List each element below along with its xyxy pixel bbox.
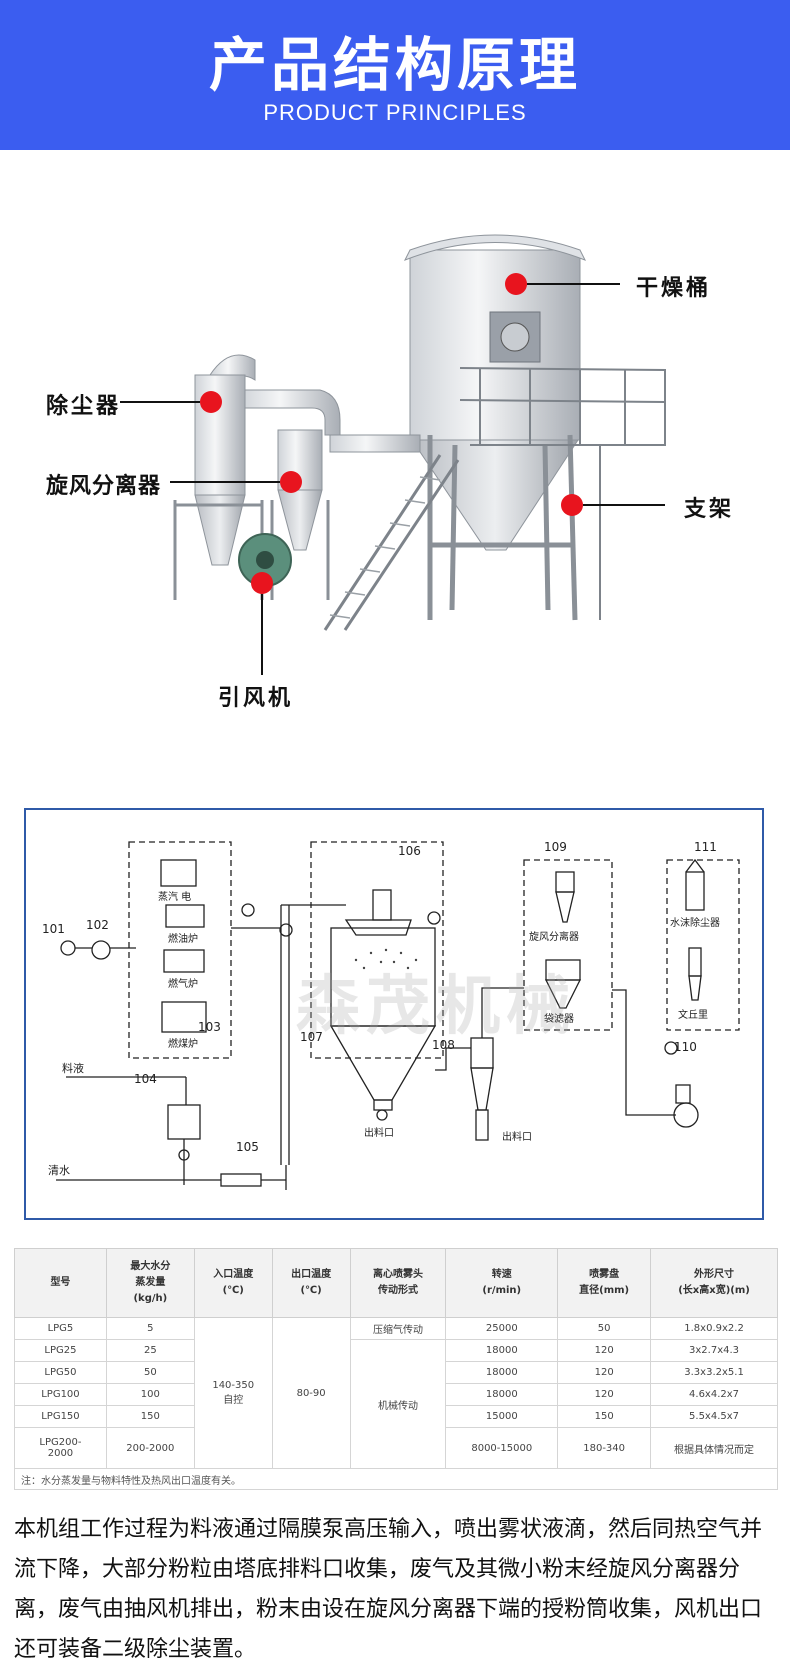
header-dimensions: 外形尺寸 (长x高x宽)(m) bbox=[650, 1248, 778, 1318]
label-venturi: 文丘里 bbox=[678, 1010, 708, 1021]
table-note: 注：水分蒸发量与物料特性及热风出口温度有关。 bbox=[14, 1468, 778, 1490]
cell-model: LPG200- 2000 bbox=[14, 1427, 107, 1469]
cell-evaporation: 200-2000 bbox=[105, 1427, 195, 1469]
label-111: 111 bbox=[694, 840, 717, 854]
cell-outlet-temp: 80-90 bbox=[271, 1317, 351, 1469]
spray-dryer-illustration bbox=[120, 234, 666, 675]
table-row: LPG50 50 18000 120 3.3x3.2x5.1 bbox=[14, 1361, 778, 1384]
drying-cone bbox=[411, 439, 579, 551]
cell-inlet-temp: 140-350 自控 bbox=[193, 1317, 273, 1469]
page-subtitle: PRODUCT PRINCIPLES bbox=[263, 100, 527, 125]
cell-drive-pneumatic: 压缩气传动 bbox=[349, 1317, 447, 1340]
cell-disc: 120 bbox=[557, 1383, 652, 1406]
label-109: 109 bbox=[544, 840, 567, 854]
label-bag-filter: 袋滤器 bbox=[544, 1014, 574, 1025]
label-oil-furnace: 燃油炉 bbox=[168, 934, 198, 945]
cell-speed: 18000 bbox=[445, 1383, 559, 1406]
label-feed-liquid: 料液 bbox=[62, 1062, 84, 1075]
label-gas-furnace: 燃气炉 bbox=[168, 979, 198, 990]
callout-dust-collector: 除尘器 bbox=[46, 394, 122, 419]
label-103: 103 bbox=[198, 1020, 221, 1034]
header-banner: 产品结构原理 PRODUCT PRINCIPLES bbox=[0, 0, 790, 150]
label-106: 106 bbox=[398, 844, 421, 858]
header-inlet-temp: 入口温度 (℃) bbox=[193, 1248, 273, 1318]
cell-dimensions: 3.3x3.2x5.1 bbox=[650, 1361, 778, 1384]
equipment-photo: 干燥桶 除尘器 旋风分离器 支架 引风机 bbox=[0, 220, 790, 760]
cell-disc: 120 bbox=[557, 1339, 652, 1362]
cell-speed: 15000 bbox=[445, 1405, 559, 1428]
table-row: LPG25 25 机械传动 18000 120 3x2.7x4.3 bbox=[14, 1339, 778, 1469]
cell-evaporation: 50 bbox=[105, 1361, 195, 1384]
cell-speed: 18000 bbox=[445, 1361, 559, 1384]
label-outlet-1: 出料口 bbox=[364, 1128, 394, 1139]
header-drive-type: 离心喷雾头 传动形式 bbox=[349, 1248, 447, 1318]
page-title: 产品结构原理 bbox=[208, 31, 581, 99]
cell-model: LPG150 bbox=[14, 1405, 107, 1428]
cell-dimensions: 根据具体情况而定 bbox=[650, 1427, 778, 1469]
label-outlet-2: 出料口 bbox=[502, 1132, 532, 1143]
table-note-row: 注：水分蒸发量与物料特性及热风出口温度有关。 bbox=[14, 1468, 778, 1490]
callout-support: 支架 bbox=[684, 497, 735, 522]
cell-evaporation: 5 bbox=[105, 1317, 195, 1340]
header-evaporation: 最大水分 蒸发量 (kg/h) bbox=[105, 1248, 195, 1318]
table-row: LPG5 5 140-350 自控 80-90 压缩气传动 25000 50 1… bbox=[14, 1317, 778, 1469]
callout-cyclone: 旋风分离器 bbox=[46, 474, 162, 499]
cell-disc: 180-340 bbox=[557, 1427, 652, 1469]
label-107: 107 bbox=[300, 1030, 323, 1044]
cell-model: LPG100 bbox=[14, 1383, 107, 1406]
header-model: 型号 bbox=[14, 1248, 107, 1318]
label-101: 101 bbox=[42, 922, 65, 936]
cell-disc: 50 bbox=[557, 1317, 652, 1340]
cell-dimensions: 1.8x0.9x2.2 bbox=[650, 1317, 778, 1340]
cell-speed: 25000 bbox=[445, 1317, 559, 1340]
label-105: 105 bbox=[236, 1140, 259, 1154]
cell-model: LPG50 bbox=[14, 1361, 107, 1384]
cell-evaporation: 25 bbox=[105, 1339, 195, 1362]
cell-disc: 120 bbox=[557, 1361, 652, 1384]
spec-table: 型号 最大水分 蒸发量 (kg/h) 入口温度 (℃) 出口温度 (℃) 离心喷… bbox=[14, 1248, 778, 1490]
flow-schematic bbox=[56, 841, 740, 1190]
label-102: 102 bbox=[86, 918, 109, 932]
cell-evaporation: 150 bbox=[105, 1405, 195, 1428]
cell-model: LPG25 bbox=[14, 1339, 107, 1362]
label-110: 110 bbox=[674, 1040, 697, 1054]
callout-drying-drum: 干燥桶 bbox=[636, 276, 712, 301]
cell-dimensions: 5.5x4.5x7 bbox=[650, 1405, 778, 1428]
header-outlet-temp: 出口温度 (℃) bbox=[271, 1248, 351, 1318]
cell-dimensions: 3x2.7x4.3 bbox=[650, 1339, 778, 1362]
label-cyclone: 旋风分离器 bbox=[529, 932, 579, 943]
description-paragraph: 本机组工作过程为料液通过隔膜泵高压输入，喷出雾状液滴，然后同热空气并流下降，大部… bbox=[14, 1517, 763, 1662]
label-clean-water: 清水 bbox=[48, 1164, 70, 1177]
process-flow-diagram: 森茂机械 101 102 103 104 105 106 107 108 109… bbox=[24, 808, 764, 1220]
label-water-scrubber: 水沫除尘器 bbox=[670, 918, 720, 929]
label-108: 108 bbox=[432, 1038, 455, 1052]
cell-evaporation: 100 bbox=[105, 1383, 195, 1406]
label-coal-furnace: 燃煤炉 bbox=[168, 1039, 198, 1050]
cell-dimensions: 4.6x4.2x7 bbox=[650, 1383, 778, 1406]
support-frame bbox=[427, 434, 578, 621]
callout-fan: 引风机 bbox=[218, 686, 294, 711]
cell-model: LPG5 bbox=[14, 1317, 107, 1340]
header-speed: 转速 (r/min) bbox=[445, 1248, 559, 1318]
cell-speed: 18000 bbox=[445, 1339, 559, 1362]
label-steam-electric: 蒸汽 电 bbox=[158, 892, 192, 903]
staircase bbox=[323, 454, 460, 631]
cell-drive-mechanical: 机械传动 bbox=[349, 1339, 447, 1469]
table-row: LPG200- 2000 200-2000 8000-15000 180-340… bbox=[14, 1427, 778, 1469]
table-header-row: 型号 最大水分 蒸发量 (kg/h) 入口温度 (℃) 出口温度 (℃) 离心喷… bbox=[14, 1248, 778, 1318]
label-104: 104 bbox=[134, 1072, 157, 1086]
cell-disc: 150 bbox=[557, 1405, 652, 1428]
cell-speed: 8000-15000 bbox=[445, 1427, 559, 1469]
watermark: 森茂机械 bbox=[296, 970, 576, 1044]
header-disc-diameter: 喷雾盘 直径(mm) bbox=[557, 1248, 652, 1318]
